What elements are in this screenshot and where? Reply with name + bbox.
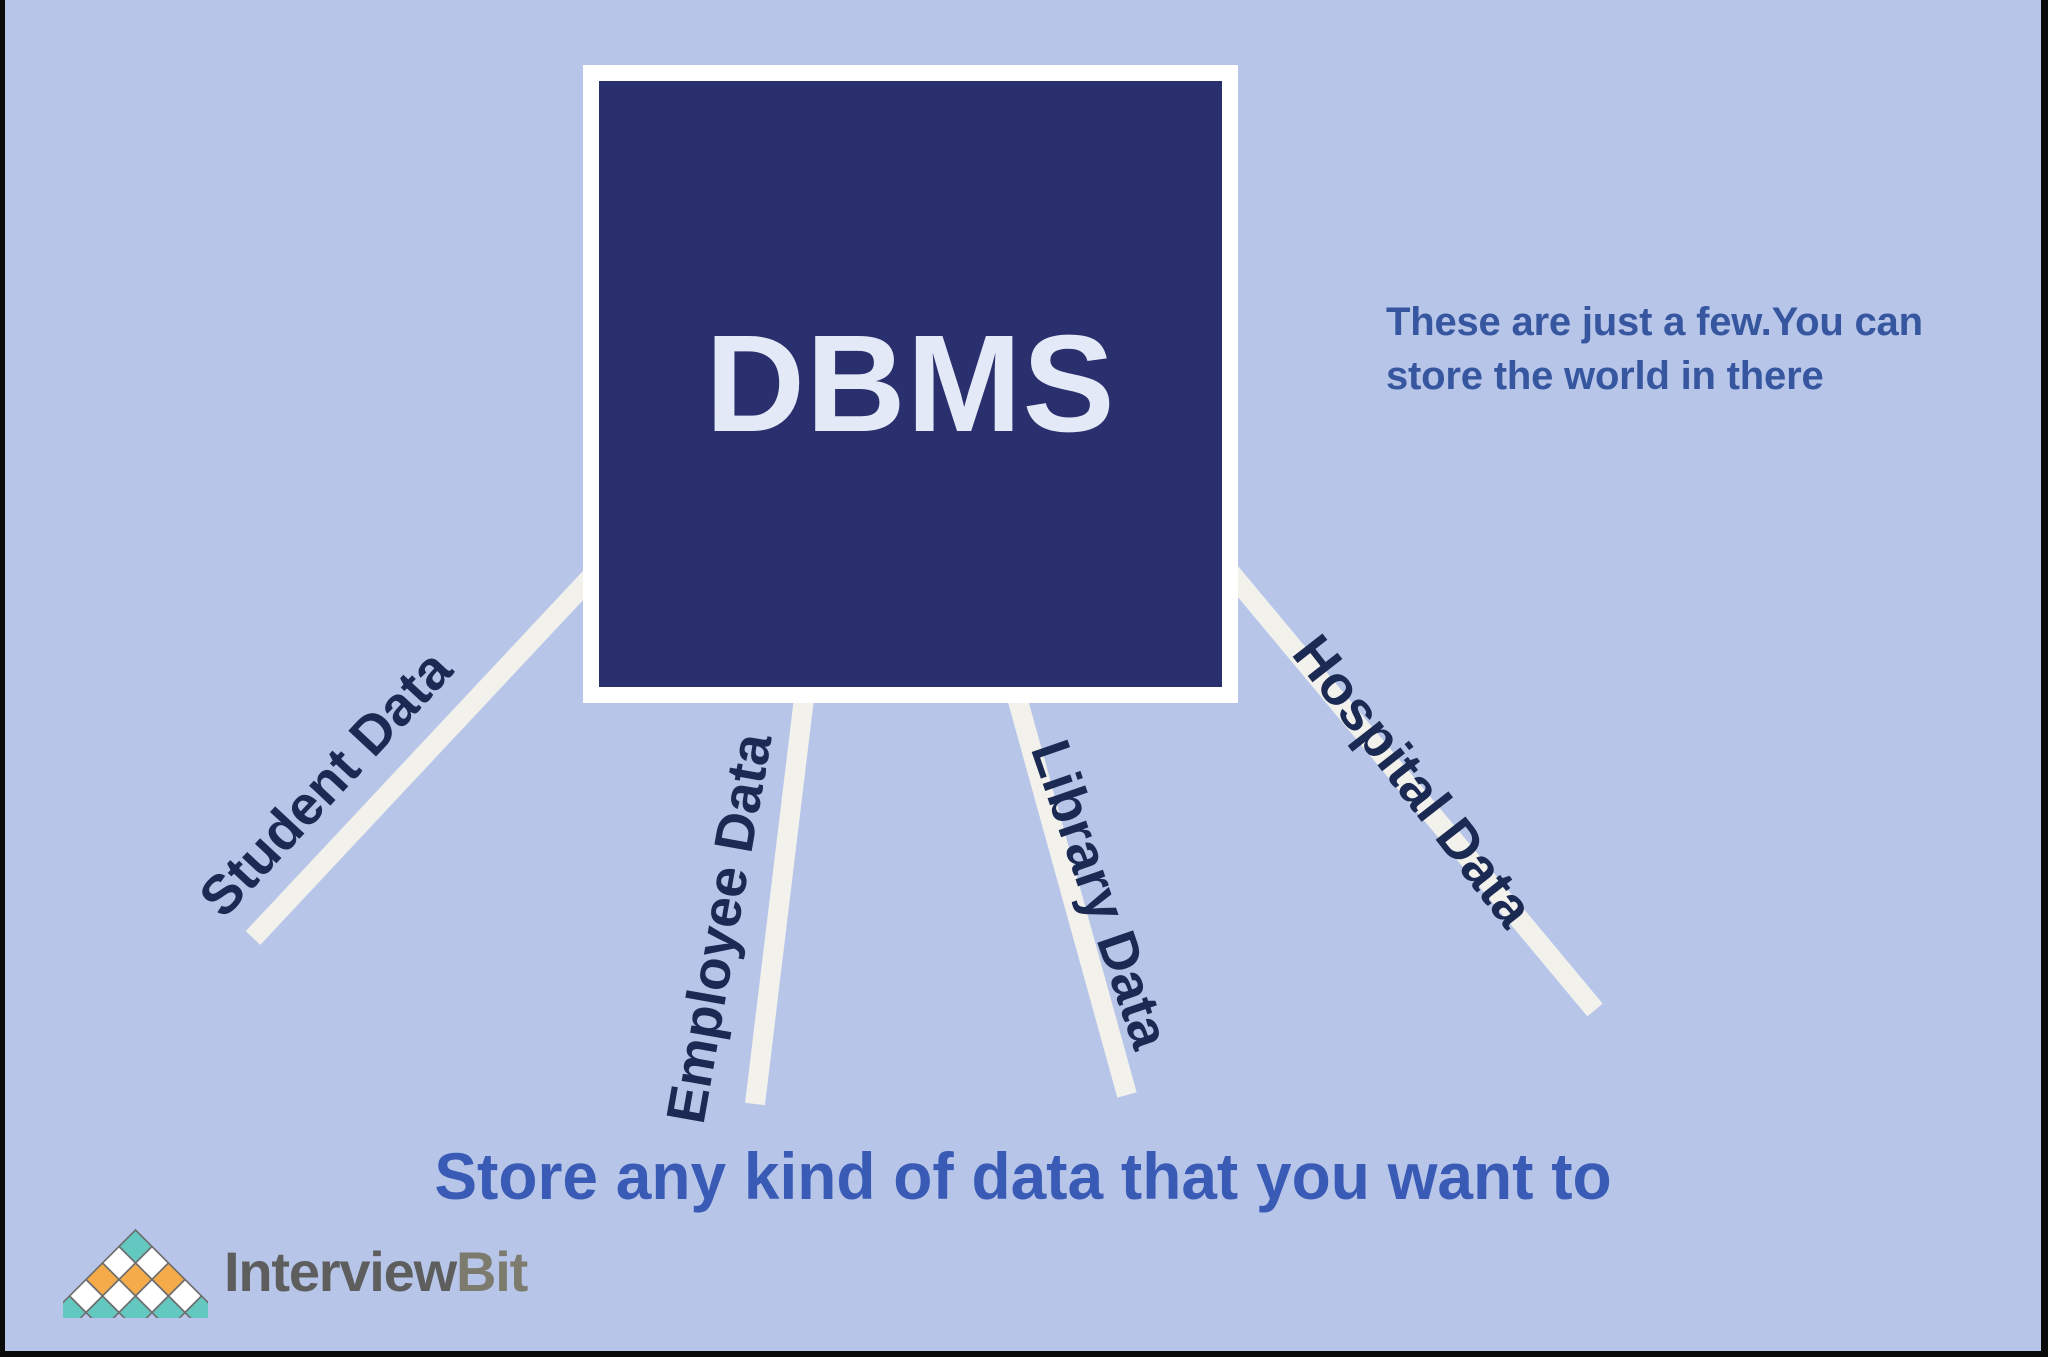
- dbms-node-label: DBMS: [705, 307, 1116, 461]
- dbms-node: DBMS: [583, 65, 1238, 703]
- connector-lines: [245, 523, 1603, 1106]
- logo-word-interview: Interview: [224, 1240, 457, 1303]
- connector-hospital: [1212, 553, 1603, 1017]
- side-note-line-1: These are just a few.You can: [1386, 300, 1923, 344]
- bottom-caption: Store any kind of data that you want to: [434, 1139, 1612, 1213]
- side-note-line-2: store the world in there: [1386, 354, 1824, 398]
- logo-word-bit: Bit: [455, 1240, 528, 1303]
- connector-employee: [745, 688, 815, 1106]
- connector-student: [245, 523, 643, 945]
- interviewbit-logo: InterviewBit: [63, 1226, 528, 1318]
- connector-library: [1005, 687, 1137, 1098]
- interviewbit-pyramid-icon: [63, 1228, 208, 1318]
- dbms-node-fill: DBMS: [599, 81, 1222, 687]
- interviewbit-wordmark: InterviewBit: [224, 1244, 528, 1300]
- side-note: These are just a few.You can store the w…: [1386, 295, 1986, 403]
- diagram-area: DBMS Student Data Employee Data Library …: [5, 0, 2041, 1351]
